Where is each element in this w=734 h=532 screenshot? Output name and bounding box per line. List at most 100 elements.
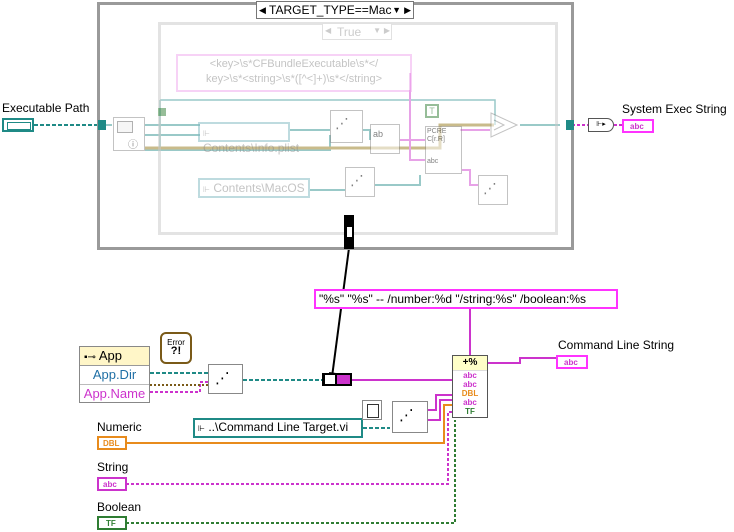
format-node-header: +% (453, 356, 487, 370)
info-plist-path-constant[interactable]: ⊩ Contents\Info.plist (198, 122, 299, 155)
right-arrow-icon[interactable]: ▶ (383, 26, 390, 35)
vi-reference-icon (367, 404, 379, 418)
format-input-string-2[interactable]: abc (463, 380, 477, 389)
format-string-text: "%s" "%s" -- /number:%d "/string:%s" /bo… (319, 292, 586, 306)
numeric-control[interactable]: DBL (97, 436, 127, 450)
static-vi-reference[interactable] (362, 400, 382, 420)
bool-tunnel (158, 108, 166, 116)
format-input-string-1[interactable]: abc (453, 370, 487, 380)
left-arrow-icon[interactable]: ◀ (259, 5, 266, 15)
command-line-target-label: ..\Command Line Target.vi (208, 420, 349, 434)
string-label: String (97, 460, 129, 474)
regex-line-1: <key>\s*CFBundleExecutable\s*</ (209, 58, 379, 70)
select-icon (490, 112, 519, 138)
info-plist-label: Contents\Info.plist (203, 141, 300, 155)
left-arrow-icon[interactable]: ◀ (325, 26, 332, 35)
path-icon: ⊩ (203, 185, 210, 194)
macos-label: Contents\MacOS (213, 181, 305, 195)
boolean-label: Boolean (97, 500, 142, 514)
string-wire (428, 399, 452, 421)
path-icon: ⊩ (198, 424, 205, 433)
format-into-string-node[interactable]: +% abc abc DBL abc TF (452, 355, 488, 418)
app-dir-label: App.Dir (92, 367, 137, 382)
app-property-node[interactable]: ▪⊸ App App.Dir App.Name (79, 346, 150, 403)
command-line-target-path-constant[interactable]: ⊩ ..\Command Line Target.vi (193, 418, 363, 438)
file-read-icon: ab (373, 129, 384, 139)
build-path-function-2[interactable]: ⋰ (345, 167, 375, 197)
inner-case-selector-label: True (337, 25, 362, 39)
refnum-icon: ▪⊸ (84, 352, 96, 363)
string-control[interactable]: abc (97, 477, 127, 491)
build-path-icon: ⋰ (399, 407, 414, 424)
format-input-boolean[interactable]: TF (465, 407, 475, 416)
reference-tunnel[interactable] (344, 215, 354, 249)
right-arrow-icon[interactable]: ▶ (404, 5, 411, 15)
system-exec-string-indicator[interactable]: abc (622, 119, 654, 133)
reference-tunnel-icon (347, 227, 352, 237)
executable-path-label: Executable Path (2, 101, 90, 115)
build-path-target[interactable]: ⋰ (392, 401, 428, 433)
numeric-label: Numeric (97, 420, 142, 434)
format-string-constant[interactable]: "%s" "%s" -- /number:%d "/string:%s" /bo… (314, 289, 618, 309)
match-regex-function[interactable]: PCRE C[r.R] abc (425, 126, 462, 174)
select-function[interactable] (490, 112, 519, 138)
command-line-string-indicator[interactable]: abc (556, 355, 588, 369)
boolean-control[interactable]: TF (97, 516, 127, 530)
pcre-pattern-label: C[r.R] (427, 136, 445, 143)
format-input-numeric[interactable]: DBL (461, 389, 479, 398)
macos-path-constant[interactable]: ⊩ Contents\MacOS (198, 178, 310, 198)
build-path-icon: ⋰ (483, 180, 497, 196)
error-label: Error (167, 338, 185, 347)
build-path-function-3[interactable]: ⋰ (478, 175, 508, 205)
path-icon (325, 375, 335, 384)
tf-terminal-label: TF (106, 519, 116, 528)
abc-terminal-label: abc (630, 122, 644, 131)
build-path-icon: ⋰ (335, 115, 349, 131)
dbl-terminal-label: DBL (103, 439, 120, 448)
reference-wire (331, 247, 350, 378)
path-terminal-icon (7, 122, 31, 130)
string-wire (126, 411, 452, 485)
path-icon: ⊩ (203, 129, 210, 138)
regex-string-constant[interactable]: <key>\s*CFBundleExecutable\s*</ key>\s*<… (176, 54, 412, 92)
abc-terminal: abc (427, 158, 439, 165)
numeric-wire (126, 404, 452, 444)
executable-path-control[interactable] (2, 118, 34, 132)
dropdown-arrow-icon[interactable]: ▼ (373, 26, 381, 35)
error-cluster-constant[interactable]: Error ?! (160, 332, 192, 364)
string-wire (428, 394, 452, 411)
path-to-string-function[interactable]: ⊩▸ (588, 118, 614, 132)
boolean-wire (126, 420, 456, 524)
strip-path-function[interactable]: ⓘ (113, 117, 145, 151)
regex-line-2: key>\s*<string>\s*([^<]+)\s*</string> (205, 73, 383, 85)
pcre-label: PCRE (427, 128, 447, 135)
command-line-string-label: Command Line String (558, 338, 675, 352)
format-input-string-3[interactable]: abc (463, 398, 477, 407)
app-dir-property[interactable]: App.Dir (80, 366, 149, 385)
system-exec-string-label: System Exec String (622, 102, 727, 116)
build-path-app-dir[interactable]: ⋰ (208, 364, 243, 394)
folder-icon (117, 121, 133, 133)
path-to-string-node[interactable] (322, 373, 352, 386)
true-constant[interactable]: T (425, 104, 439, 118)
dropdown-arrow-icon[interactable]: ▼ (392, 5, 401, 15)
info-icon: ⓘ (128, 140, 138, 151)
build-path-function[interactable]: ⋰ (330, 110, 363, 143)
app-class-header: ▪⊸ App (80, 347, 149, 366)
case-tunnel-output (566, 120, 574, 130)
app-name-property[interactable]: App.Name (80, 385, 149, 403)
outer-case-selector[interactable]: ◀ TARGET_TYPE==Mac ▼ ▶ (256, 1, 414, 19)
string-terminal-icon (337, 375, 350, 384)
app-name-label: App.Name (83, 386, 146, 401)
read-text-file-function[interactable]: ab (370, 124, 400, 154)
error-icon: ?! (170, 345, 182, 357)
build-path-icon: ⋰ (350, 172, 364, 188)
outer-case-selector-label: TARGET_TYPE==Mac (269, 3, 392, 17)
string-wire (150, 381, 208, 393)
case-tunnel-input (98, 120, 106, 130)
abc-terminal-label: abc (103, 480, 117, 489)
inner-case-selector[interactable]: ◀ True ▼ ▶ (322, 23, 392, 40)
true-constant-label: T (429, 106, 435, 116)
format-node-header-label: +% (462, 357, 478, 368)
string-wire (488, 357, 556, 364)
